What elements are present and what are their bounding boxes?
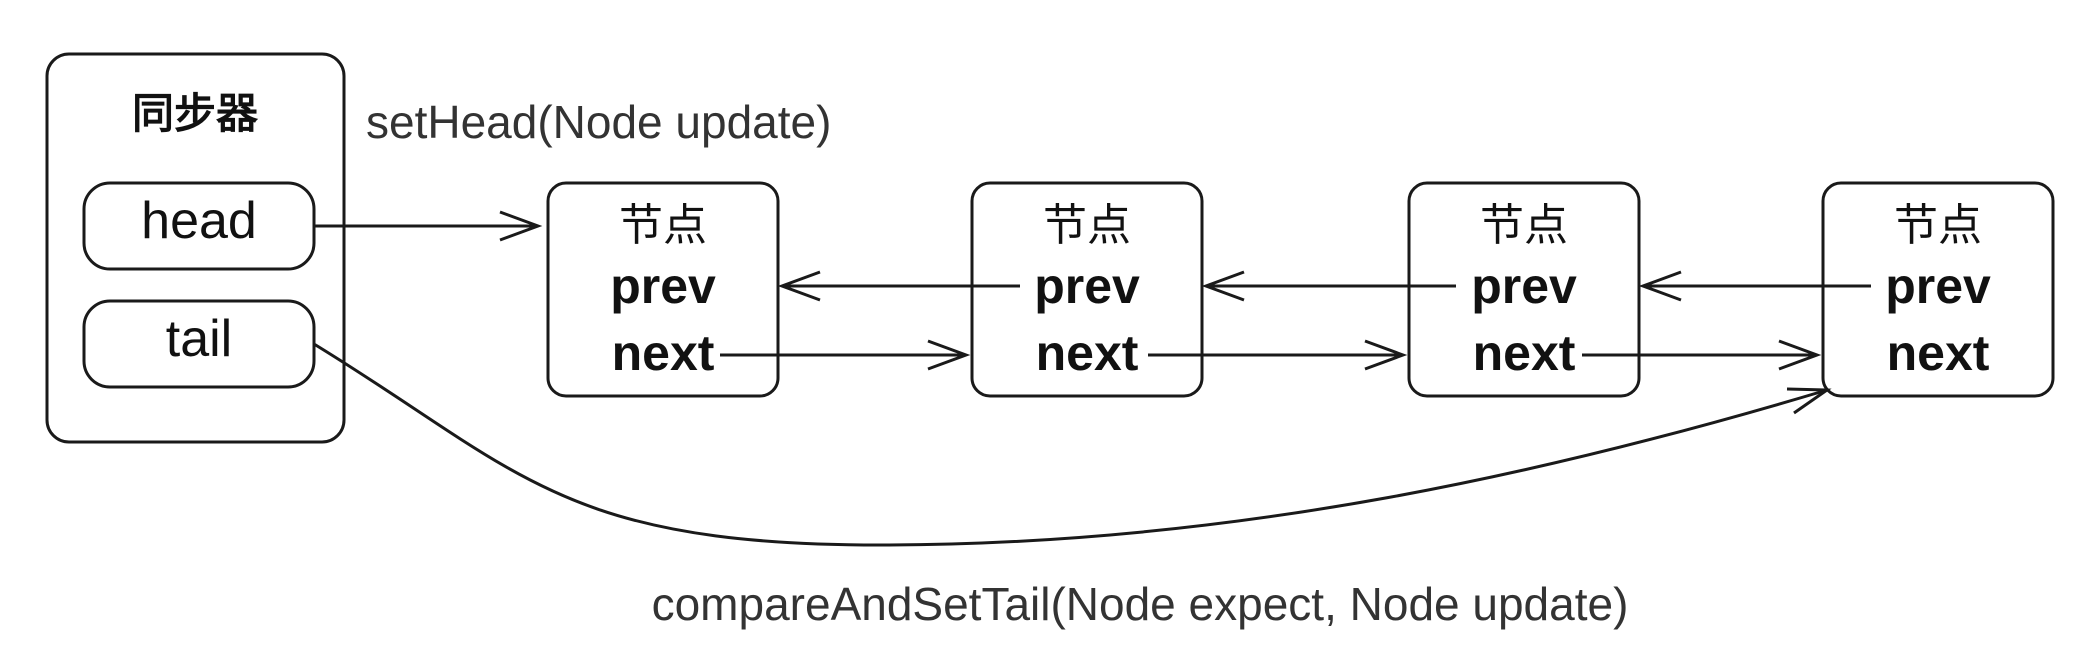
tail-field-label: tail	[166, 310, 232, 368]
node-3-title: 节点	[1480, 200, 1568, 251]
node-1-next: next	[612, 325, 715, 381]
node-1-next-arrowhead	[927, 339, 971, 371]
node-3-next-arrowhead	[1778, 339, 1822, 371]
node-3-next: next	[1473, 325, 1576, 381]
node-2-next: next	[1036, 325, 1139, 381]
tail-pointer-curve	[313, 342, 1828, 547]
head-field-label: head	[141, 192, 257, 250]
node-1-title: 节点	[619, 200, 707, 251]
synchronizer-title: 同步器	[132, 89, 259, 138]
node-4-prev: prev	[1885, 258, 1991, 314]
node-4-box	[1821, 181, 2055, 398]
node-4-title: 节点	[1894, 200, 1982, 251]
node-4-next: next	[1887, 325, 1990, 381]
node-1-prev: prev	[610, 258, 716, 314]
tail-pointer-arrowhead	[1786, 387, 1832, 415]
node-2: 节点 prev next	[970, 181, 1204, 398]
node-2-prev-arrowhead	[777, 270, 821, 302]
node-2-prev: prev	[1034, 258, 1140, 314]
set-head-label: setHead(Node update)	[366, 96, 831, 148]
head-pointer-arrowhead	[499, 210, 543, 242]
node-1: 节点 prev next	[546, 181, 780, 398]
node-3: 节点 prev next	[1407, 181, 1641, 398]
node-3-prev: prev	[1471, 258, 1577, 314]
node-4-prev-arrowhead	[1638, 270, 1682, 302]
node-2-title: 节点	[1043, 200, 1131, 251]
node-1-box	[546, 181, 780, 398]
compare-and-set-tail-label: compareAndSetTail(Node expect, Node upda…	[652, 578, 1629, 630]
node-3-prev-arrowhead	[1201, 270, 1245, 302]
node-2-next-arrowhead	[1364, 339, 1408, 371]
node-2-box	[970, 181, 1204, 398]
node-4: 节点 prev next	[1821, 181, 2055, 398]
node-3-box	[1407, 181, 1641, 398]
